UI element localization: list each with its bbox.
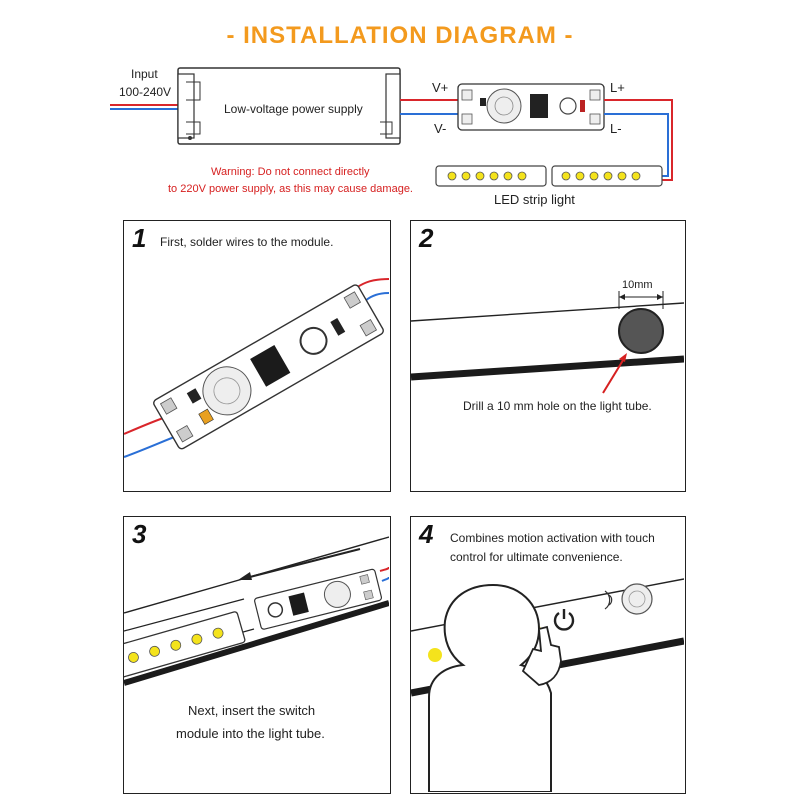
v-plus-label: V+ [432,80,449,95]
warning-line-1: Warning: Do not connect directly [211,166,370,178]
led-wire-red [604,99,673,181]
warning-line-2: to 220V power supply, as this may cause … [168,183,413,195]
step-3-panel: 3 Next, insert the switch module into th… [123,516,391,794]
wiring-diagram [0,60,800,210]
step-1-panel: 1 First, solder wires to the module. [123,220,391,492]
step-3-number: 3 [132,519,147,549]
led-wire-blue [604,113,669,177]
step-3-text-line-2: module into the light tube. [176,726,325,741]
step-4-number: 4 [419,519,434,549]
input-label: Input [131,67,158,81]
step-1-number: 1 [132,223,147,253]
step-4-text-line-1: Combines motion activation with touch [450,531,655,545]
wiring-diagram-graphic [110,67,673,187]
v-minus-label: V- [434,121,447,136]
input-voltage-label: 100-240V [119,85,172,99]
step-3-text-line-1: Next, insert the switch [188,703,316,718]
step-4-text-line-2: control for ultimate convenience. [450,550,623,564]
step-2-text: Drill a 10 mm hole on the light tube. [463,399,652,413]
page-title: - INSTALLATION DIAGRAM - [226,22,574,49]
hole-dimension-label: 10mm [622,279,653,291]
step-1-graphic [124,278,389,458]
led-strip-label: LED strip light [494,192,575,207]
step-2-number: 2 [419,223,434,253]
sensor-module [457,83,605,131]
step-2-graphic [411,291,684,394]
l-minus-label: L- [610,121,622,136]
step-4-panel: 4 Combines motion activation with touch … [410,516,686,794]
step-3-graphic [124,536,389,686]
step-1-text: First, solder wires to the module. [160,235,334,249]
power-supply [177,67,401,145]
power-supply-label: Low-voltage power supply [224,102,363,116]
l-plus-label: L+ [610,80,625,95]
step-2-panel: 2 10mm Drill a 10 mm hole on the light t… [410,220,686,492]
step-4-graphic [411,578,684,792]
led-strip [435,165,663,187]
power-touch-icon [553,612,575,631]
